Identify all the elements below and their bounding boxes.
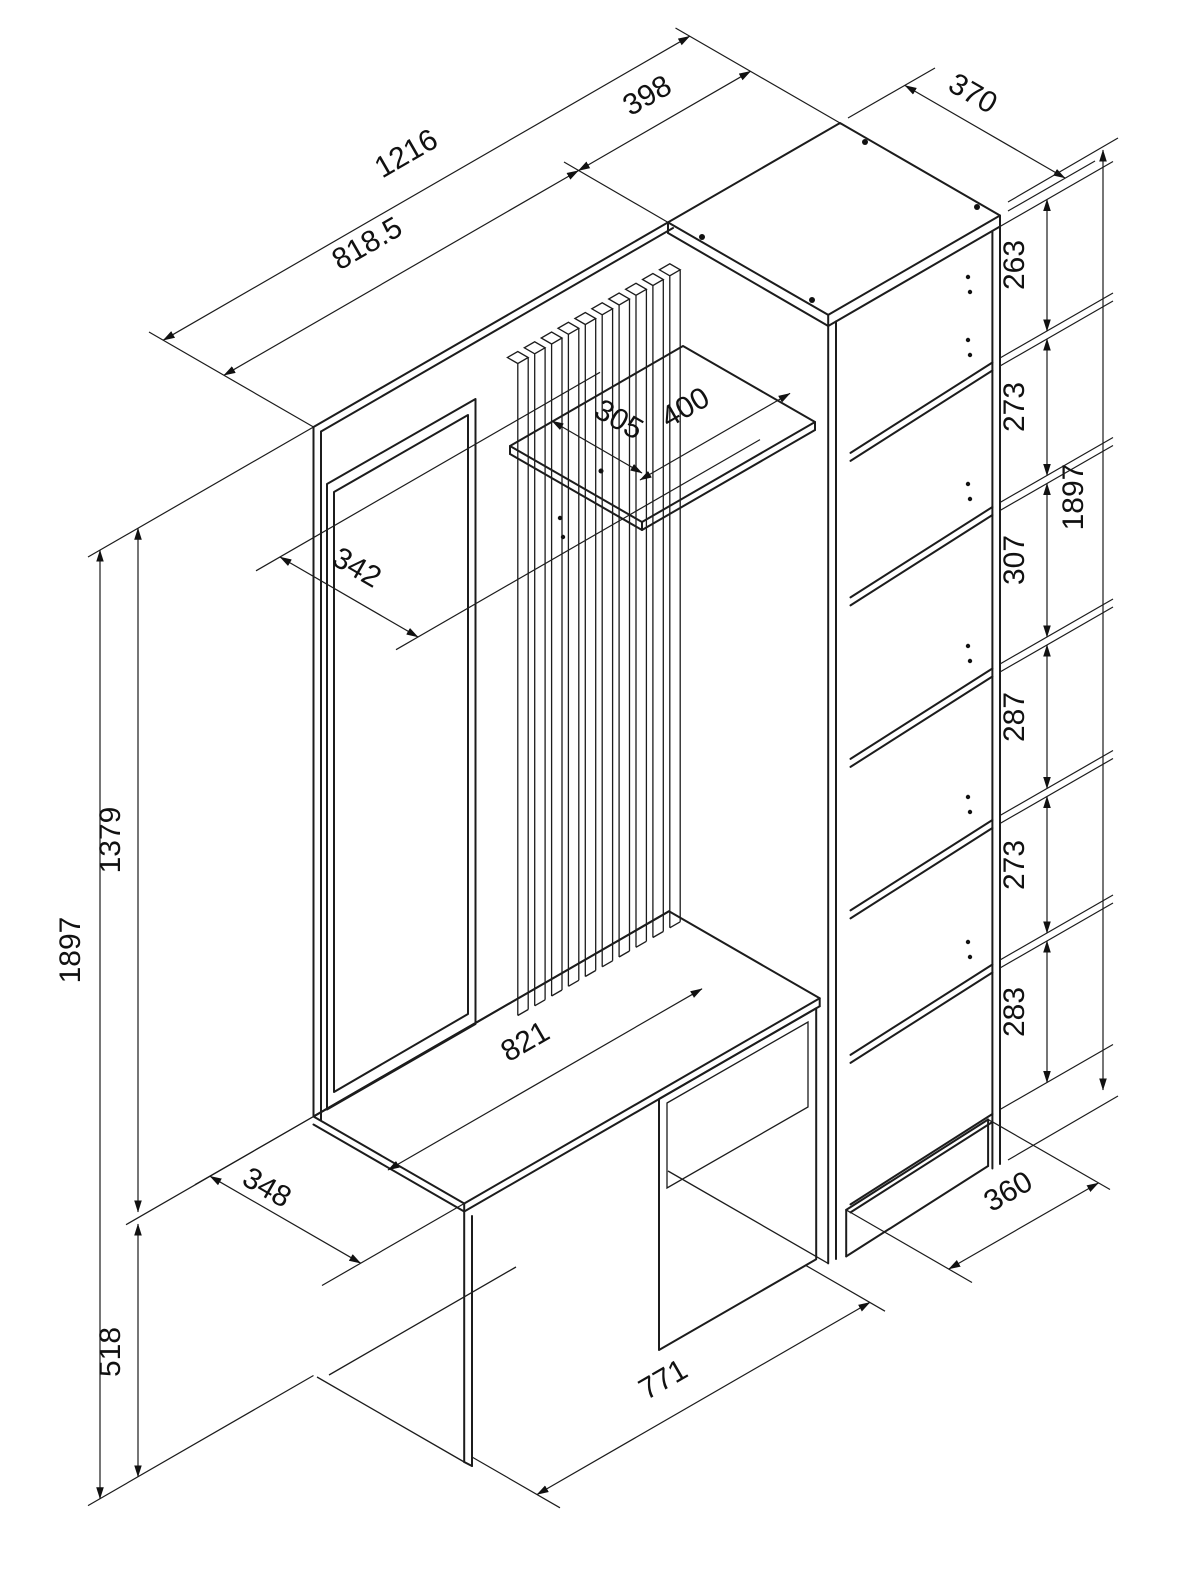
dim-cabinet-depth: 370: [847, 67, 1096, 212]
dim-label-floor-clearance: 771: [633, 1353, 693, 1407]
dim-label-base-depth: 360: [978, 1165, 1038, 1219]
dim-compartment-5: 273: [998, 796, 1051, 934]
shelf-4: [849, 819, 994, 920]
dim-label-panel-width: 818.5: [326, 211, 408, 277]
dim-label-hat-shelf-depth: 305: [589, 393, 649, 447]
dim-label-compartment-2: 273: [998, 382, 1031, 432]
dim-label-compartment-3: 307: [998, 535, 1031, 585]
bottom-shelf: [849, 1113, 994, 1214]
hat-shelf: [509, 345, 816, 531]
dim-cabinet-width: 398: [577, 69, 752, 172]
dim-total-width: 1216: [148, 27, 841, 428]
shelf-1: [849, 361, 994, 462]
mirror: [326, 398, 477, 1111]
dim-floor-clearance: 771: [471, 1264, 886, 1509]
dim-bench-depth: 348: [194, 1115, 465, 1287]
dim-total-height: 1897: [54, 426, 314, 1507]
dim-label-compartment-4: 287: [998, 692, 1031, 742]
dim-label-cabinet-width: 398: [617, 69, 677, 123]
shelf-unit: [667, 122, 1001, 1265]
dim-label-cabinet-height: 1897: [1057, 464, 1090, 531]
dim-label-compartment-6: 283: [998, 987, 1031, 1037]
dim-hat-shelf-depth: 305: [551, 393, 649, 474]
dim-label-bench-top-width: 821: [495, 1015, 555, 1069]
dim-label-bench-height: 518: [94, 1327, 127, 1377]
fitting-dots: [557, 139, 980, 960]
shelf-5: [849, 963, 994, 1064]
plinth: [845, 1118, 993, 1258]
dim-bench-height: 518: [94, 1223, 142, 1478]
dim-label-total-width: 1216: [369, 123, 443, 185]
compartment-witness-lines: [999, 160, 1114, 1111]
dim-bench-top-width: 821: [387, 988, 703, 1171]
dim-label-mirror-width: 342: [327, 541, 387, 595]
dim-label-bench-depth: 348: [237, 1161, 297, 1215]
dim-label-total-height: 1897: [54, 917, 87, 984]
dim-label-hat-shelf-width: 400: [655, 381, 715, 435]
shelf-2: [849, 506, 994, 607]
bench: [312, 910, 821, 1467]
dim-panel-height: 1379: [94, 527, 314, 1226]
dim-label-compartment-1: 263: [998, 240, 1031, 290]
dim-compartment-6: 283: [998, 940, 1051, 1083]
dim-label-compartment-5: 273: [998, 840, 1031, 890]
dim-compartment-3: 307: [998, 483, 1051, 638]
dim-compartment-4: 287: [998, 644, 1051, 789]
dim-compartment-2: 273: [998, 338, 1051, 476]
dim-compartment-1: 263: [998, 199, 1051, 332]
dim-label-panel-height: 1379: [94, 807, 127, 874]
shelf-3: [849, 667, 994, 768]
dim-base-depth: 360: [850, 1121, 1111, 1284]
